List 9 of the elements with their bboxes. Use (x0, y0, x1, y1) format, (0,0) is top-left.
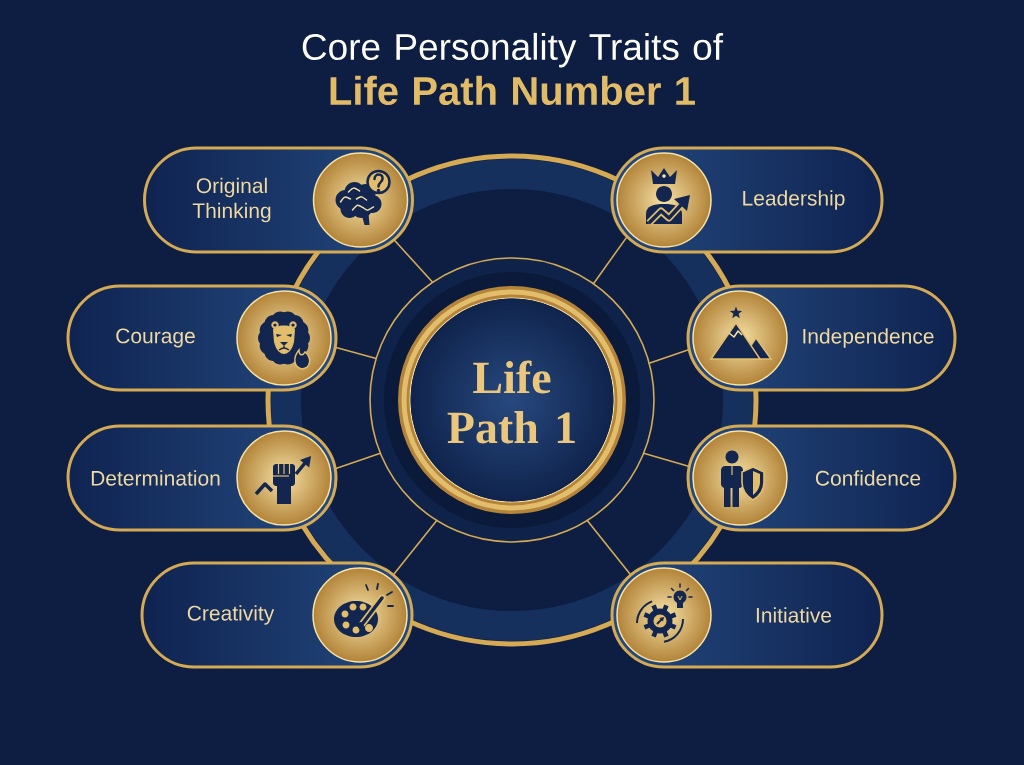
connector-line (393, 238, 434, 284)
connector-line (592, 235, 628, 285)
connector-line (392, 519, 438, 576)
connector-line (648, 348, 691, 365)
connector-line (586, 519, 632, 576)
connector-line (642, 452, 691, 468)
title: Core Personality Traits of Life Path Number 1 (302, 32, 724, 106)
connector-line (334, 452, 382, 470)
connector-line (334, 346, 377, 360)
